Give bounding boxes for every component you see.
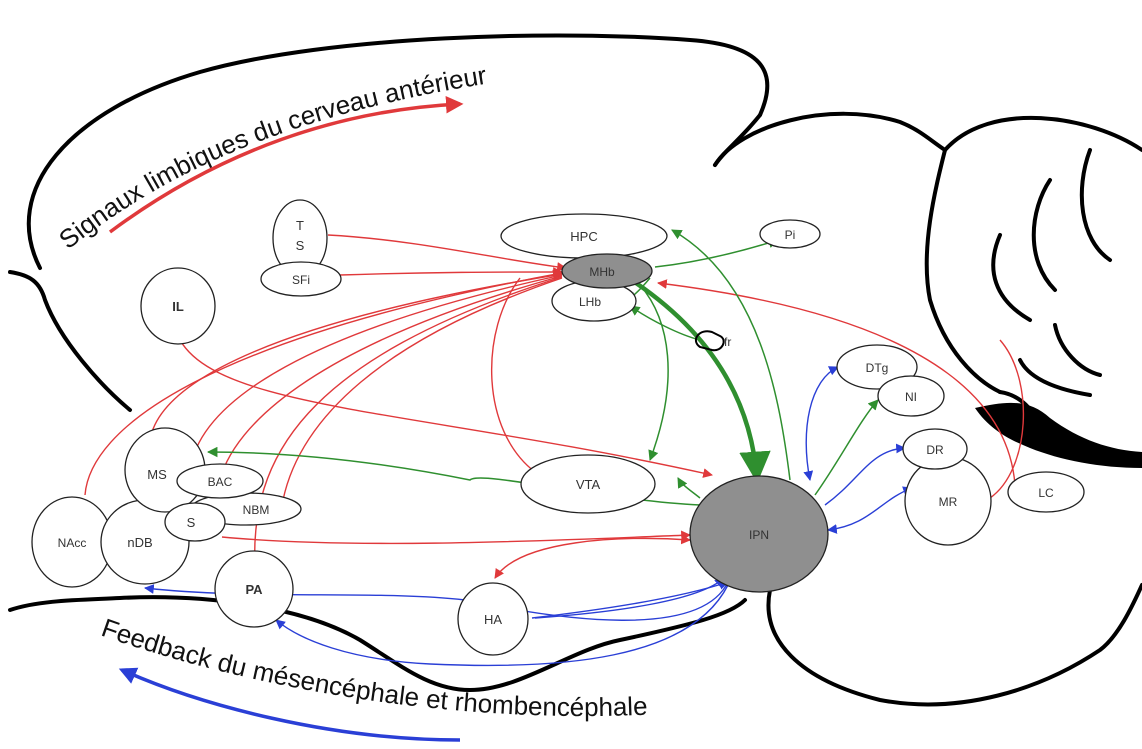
node-nbm-label: NBM [243, 503, 270, 517]
node-ipn: IPN [689, 475, 829, 593]
node-dr-label: DR [926, 443, 944, 457]
node-nacc: NAcc [31, 496, 113, 588]
node-ni: NI [877, 375, 945, 417]
caption-top-arrow [108, 95, 464, 234]
node-ndb-label: nDB [127, 535, 152, 550]
node-ts-t-label: T [296, 218, 304, 233]
caption-top-group: Signaux limbiques du cerveau antérieur [53, 60, 489, 255]
node-ipn-label: IPN [749, 528, 769, 542]
node-pa: PA [214, 550, 294, 628]
caption-bottom-group: Feedback du mésencéphale et rhombencépha… [98, 612, 648, 742]
node-pi: Pi [759, 219, 821, 249]
node-mhb: MHb [561, 253, 653, 289]
node-vta: VTA [520, 454, 656, 514]
node-s: S [164, 502, 226, 542]
node-il: IL [140, 267, 216, 345]
node-nacc-label: NAcc [58, 536, 87, 550]
node-hpc: HPC [500, 213, 668, 259]
node-pa-label: PA [245, 582, 263, 597]
node-bac: BAC [176, 463, 264, 499]
node-bac-label: BAC [208, 475, 233, 489]
node-lc-label: LC [1038, 486, 1054, 500]
node-dr: DR [902, 428, 968, 470]
node-il-label: IL [172, 299, 184, 314]
node-ha: HA [457, 582, 529, 656]
node-hpc-label: HPC [570, 229, 597, 244]
fr-marker: fr [694, 330, 731, 352]
node-s-label: S [187, 515, 196, 530]
node-mr: MR [904, 456, 992, 546]
caption-bottom: Feedback du mésencéphale et rhombencépha… [98, 612, 648, 722]
node-pi-label: Pi [785, 228, 796, 242]
node-lhb: LHb [551, 280, 637, 322]
brain-outline [8, 33, 1142, 707]
node-ni-label: NI [905, 390, 917, 404]
node-vta-label: VTA [576, 477, 601, 492]
node-sfi-label: SFi [292, 273, 310, 287]
node-dtg-label: DTg [866, 361, 889, 375]
node-mhb-label: MHb [589, 265, 615, 279]
node-ha-label: HA [484, 612, 502, 627]
node-lc: LC [1007, 471, 1085, 513]
node-lhb-label: LHb [579, 295, 601, 309]
node-sfi: SFi [260, 261, 342, 297]
node-ts-s-label: S [296, 238, 305, 253]
caption-bottom-arrow [118, 667, 461, 742]
node-ms-label: MS [147, 467, 167, 482]
node-mr-label: MR [939, 495, 958, 509]
fr-label: fr [724, 335, 731, 349]
